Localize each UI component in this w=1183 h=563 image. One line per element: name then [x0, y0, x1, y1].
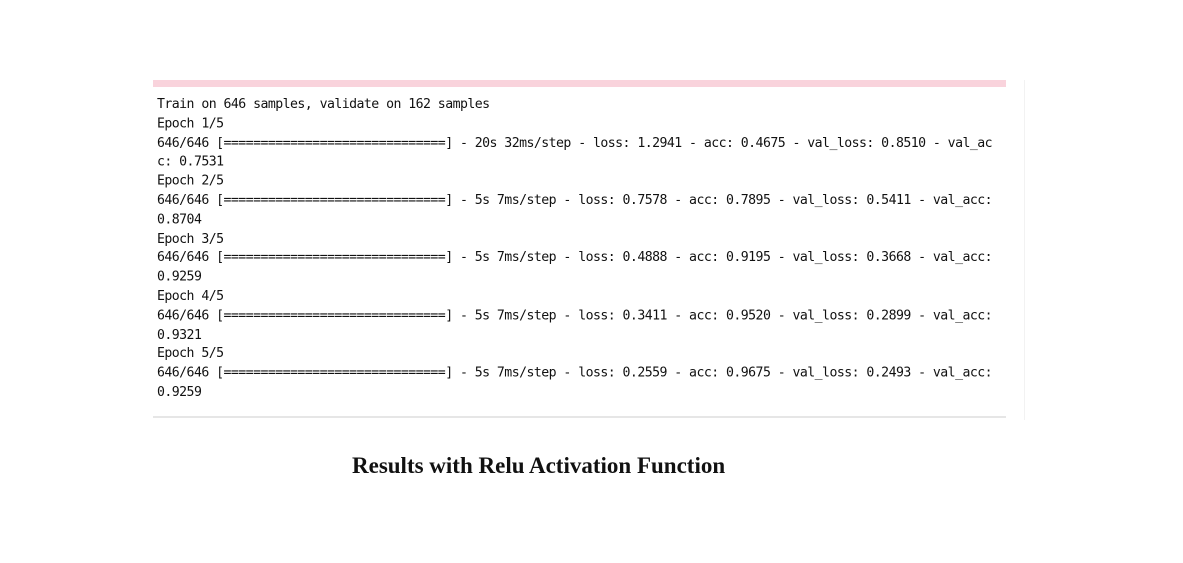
log-line: 646/646 [==============================]… [157, 250, 993, 266]
log-line: 646/646 [==============================]… [157, 365, 993, 381]
log-line: 0.8704 [157, 212, 202, 228]
log-line: 0.9259 [157, 384, 202, 400]
figure-caption: Results with Relu Activation Function [352, 453, 726, 478]
output-cell-right-edge [1024, 80, 1025, 420]
log-line: Epoch 4/5 [157, 288, 224, 305]
log-line: 646/646 [==============================]… [157, 135, 993, 151]
log-line: 0.9321 [157, 327, 202, 343]
log-line: 646/646 [==============================]… [157, 192, 993, 209]
log-line: 0.9259 [157, 269, 202, 285]
log-line: Epoch 5/5 [157, 346, 224, 362]
output-cell-top-border [153, 80, 1006, 87]
log-line: c: 0.7531 [157, 154, 224, 170]
log-line: 646/646 [==============================]… [157, 307, 993, 324]
log-line: Train on 646 samples, validate on 162 sa… [157, 97, 490, 113]
output-cell: Train on 646 samples, validate on 162 sa… [153, 80, 1006, 420]
output-cell-bottom-border [153, 416, 1006, 418]
log-line: Epoch 3/5 [157, 231, 224, 247]
training-log: Train on 646 samples, validate on 162 sa… [157, 96, 993, 403]
log-line: Epoch 1/5 [157, 116, 224, 132]
log-line: Epoch 2/5 [157, 173, 224, 190]
